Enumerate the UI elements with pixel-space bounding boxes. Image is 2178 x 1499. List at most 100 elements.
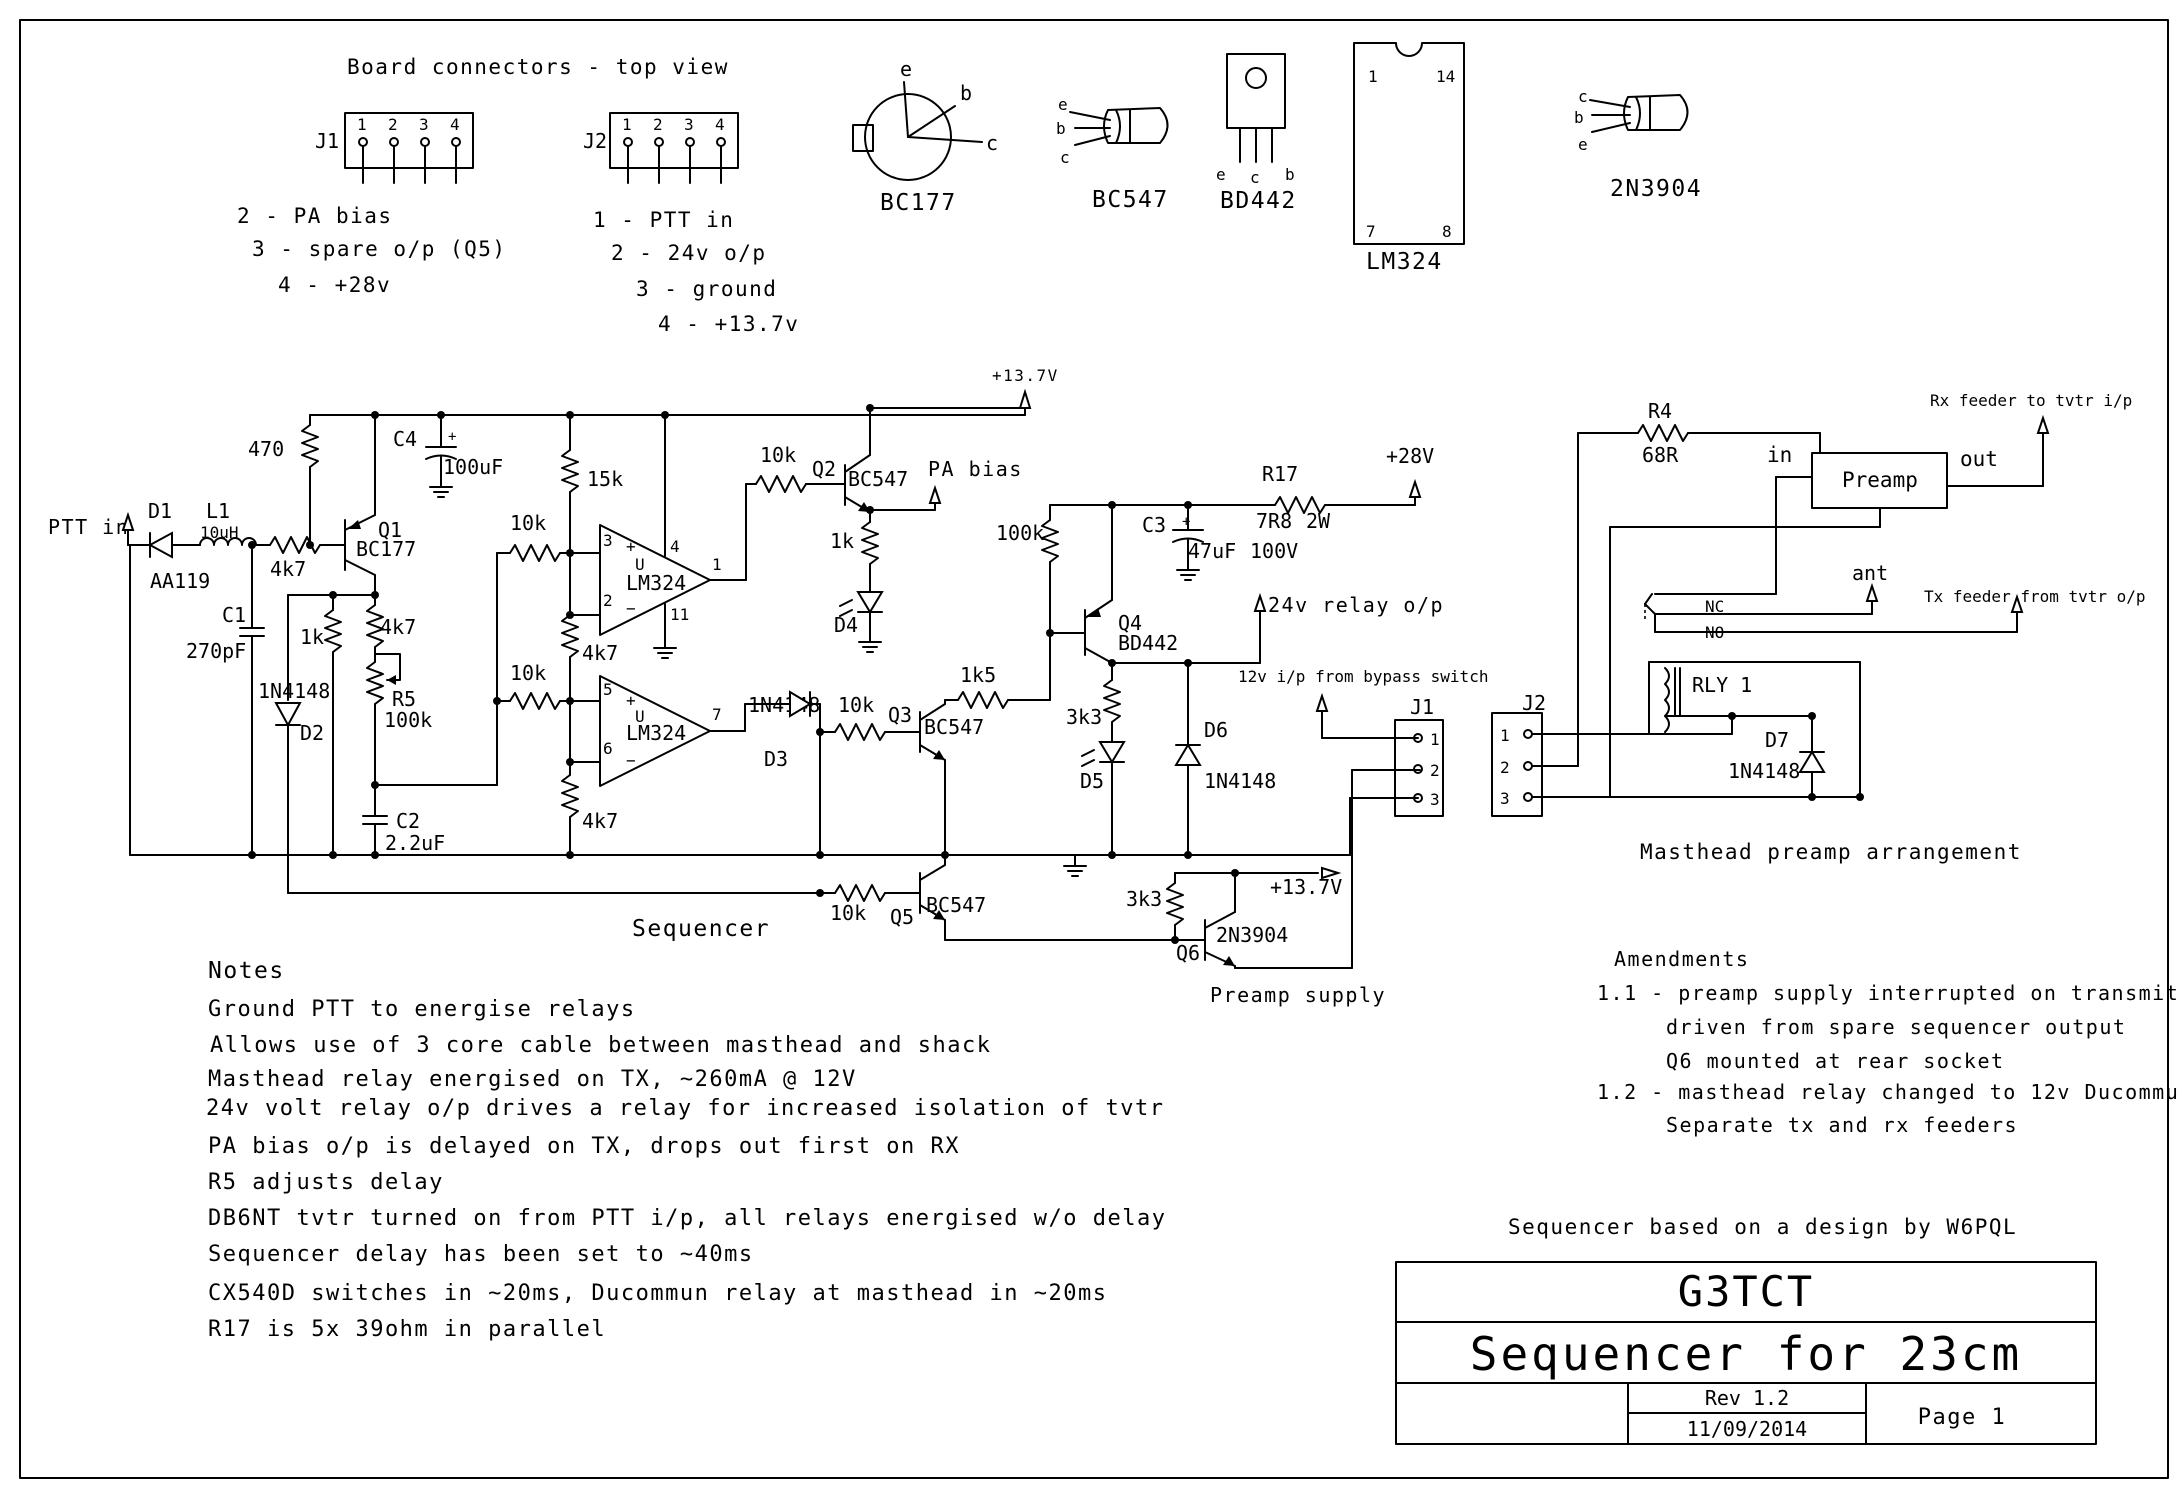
r10kd-label: 10k xyxy=(838,693,874,717)
q6-label: Q6 xyxy=(1176,941,1200,965)
ant-label: ant xyxy=(1852,561,1888,585)
r10ke-label: 10k xyxy=(830,901,866,925)
c3-label: C3 xyxy=(1142,513,1166,537)
note-7: DB6NT tvtr turned on from PTT i/p, all r… xyxy=(208,1206,1166,1231)
j1-pin-3: 3 xyxy=(419,115,429,134)
j1-pin-3-label: 3 xyxy=(1430,790,1440,809)
r5-value: 100k xyxy=(384,708,432,732)
tx-feeder-label: Tx feeder from tvtr o/p xyxy=(1924,587,2146,606)
amendment-4: 1.2 - masthead relay changed to 12v Duco… xyxy=(1597,1080,2178,1104)
amendments-heading: Amendments xyxy=(1614,947,1749,971)
q2-type: BC547 xyxy=(848,467,908,491)
net-v137-top: +13.7V xyxy=(992,366,1059,385)
notes: Notes Ground PTT to energise relays Allo… xyxy=(206,958,1166,1342)
bc547-pin-c: c xyxy=(1060,148,1070,167)
n3904-pin-b: b xyxy=(1574,108,1584,127)
r4k7a-label: 4k7 xyxy=(270,557,306,581)
r15k-label: 15k xyxy=(587,467,623,491)
lm324-pin-7: 7 xyxy=(1366,222,1376,241)
net-relay24: 24v relay o/p xyxy=(1268,593,1444,617)
net-v137-q6: +13.7V xyxy=(1270,875,1342,899)
j2-pin-3-label: 3 xyxy=(1500,789,1510,808)
r1k5-label: 1k5 xyxy=(960,663,996,687)
sequencer-schematic: +13.7V 470 PTT in D1 AA119 L1 10uH 4k7 xyxy=(48,366,1488,1007)
note-6: R5 adjusts delay xyxy=(208,1170,444,1195)
q1-label: Q1 xyxy=(378,518,402,542)
preamp-label: Preamp xyxy=(1842,468,1918,492)
n3904-package: c b e 2N3904 xyxy=(1574,87,1701,202)
r4-label: R4 xyxy=(1648,399,1672,423)
bc177-pin-b: b xyxy=(960,81,972,105)
c2-label: C2 xyxy=(396,809,420,833)
net-bypass12: 12v i/p from bypass switch xyxy=(1238,667,1488,686)
bd442-pin-b: b xyxy=(1285,165,1295,184)
j2-line-2: 2 - 24v o/p xyxy=(611,241,767,265)
q5-label: Q5 xyxy=(890,905,914,929)
d7-type: 1N4148 xyxy=(1728,759,1800,783)
revision: Rev 1.2 xyxy=(1705,1386,1789,1410)
c1-label: C1 xyxy=(222,603,246,627)
d4-label: D4 xyxy=(834,613,858,637)
j1-pin-4: 4 xyxy=(450,115,460,134)
r17-value: 7R8 xyxy=(1256,509,1292,533)
sheet-border xyxy=(19,19,2169,1479)
j1-line-2: 3 - spare o/p (Q5) xyxy=(252,237,507,261)
lm324-pin-14: 14 xyxy=(1436,67,1455,86)
net-v28: +28V xyxy=(1386,444,1434,468)
r1kb-label: 1k xyxy=(830,529,854,553)
r4k7b-label: 4k7 xyxy=(380,615,416,639)
r4k7c-label: 4k7 xyxy=(582,641,618,665)
lm324-package: 1 14 7 8 LM324 xyxy=(1353,42,1465,275)
d1-type: AA119 xyxy=(150,569,210,593)
q4-label: Q4 xyxy=(1118,611,1142,635)
j1-connector xyxy=(1394,719,1444,817)
j2-header xyxy=(609,112,739,169)
d1-label: D1 xyxy=(148,499,172,523)
d5-label: D5 xyxy=(1080,769,1104,793)
lm324-pin-8: 8 xyxy=(1442,222,1452,241)
bc177-package: e b c BC177 xyxy=(852,57,998,216)
u1a-u: U xyxy=(635,555,645,574)
bd442-pin-c: c xyxy=(1250,168,1260,187)
package-outlines: e b c BC177 e b c BC547 e c b xyxy=(852,42,1701,275)
u1b-pin7: 7 xyxy=(712,705,722,724)
title-block: Sequencer based on a design by W6PQL G3T… xyxy=(1395,1215,2097,1445)
relay-no-label: NO xyxy=(1705,623,1724,642)
r10kb-label: 10k xyxy=(510,661,546,685)
d6-type: 1N4148 xyxy=(1204,769,1276,793)
amendments: Amendments 1.1 - preamp supply interrupt… xyxy=(1597,947,2178,1137)
c3-voltage: 100V xyxy=(1250,539,1298,563)
u1b-minus: − xyxy=(626,751,636,770)
u1b-pin6: 6 xyxy=(603,739,613,758)
bc547-pin-e: e xyxy=(1058,95,1068,114)
j2-pin-4: 4 xyxy=(715,115,725,134)
n3904-pin-c: c xyxy=(1578,87,1588,106)
q6-type: 2N3904 xyxy=(1216,923,1288,947)
j2-ref: J2 xyxy=(1522,691,1546,715)
net-pa-bias: PA bias xyxy=(928,457,1023,481)
r4-value: 68R xyxy=(1642,443,1679,467)
j1-pin-1: 1 xyxy=(357,115,367,134)
u1a-pin11: 11 xyxy=(670,605,689,624)
bc547-label: BC547 xyxy=(1092,187,1169,213)
amendment-2: driven from spare sequencer output xyxy=(1666,1015,2126,1039)
j1-header-ref: J1 xyxy=(315,129,339,153)
q3-type: BC547 xyxy=(924,715,984,739)
note-4: 24v volt relay o/p drives a relay for in… xyxy=(206,1096,1164,1121)
rx-feeder-label: Rx feeder to tvtr i/p xyxy=(1930,391,2132,410)
d2-type: 1N4148 xyxy=(258,679,330,703)
note-9: CX540D switches in ~20ms, Ducommun relay… xyxy=(208,1281,1107,1306)
bc547-package: e b c BC547 xyxy=(1056,95,1169,213)
amendment-5: Separate tx and rx feeders xyxy=(1666,1113,2018,1137)
net-preamp-supply: Preamp supply xyxy=(1210,983,1386,1007)
sequencer-title: Sequencer xyxy=(632,916,770,942)
c3-value: 47uF xyxy=(1188,539,1236,563)
r5-label: R5 xyxy=(392,687,416,711)
preamp-in-label: in xyxy=(1767,443,1792,467)
j1-header xyxy=(344,112,474,169)
bc177-pin-e: e xyxy=(900,57,912,81)
author: G3TCT xyxy=(1678,1267,1814,1316)
l1-label: L1 xyxy=(206,499,230,523)
j1-line-1: 2 - PA bias xyxy=(237,204,393,228)
bd442-package: e c b BD442 xyxy=(1216,53,1295,214)
